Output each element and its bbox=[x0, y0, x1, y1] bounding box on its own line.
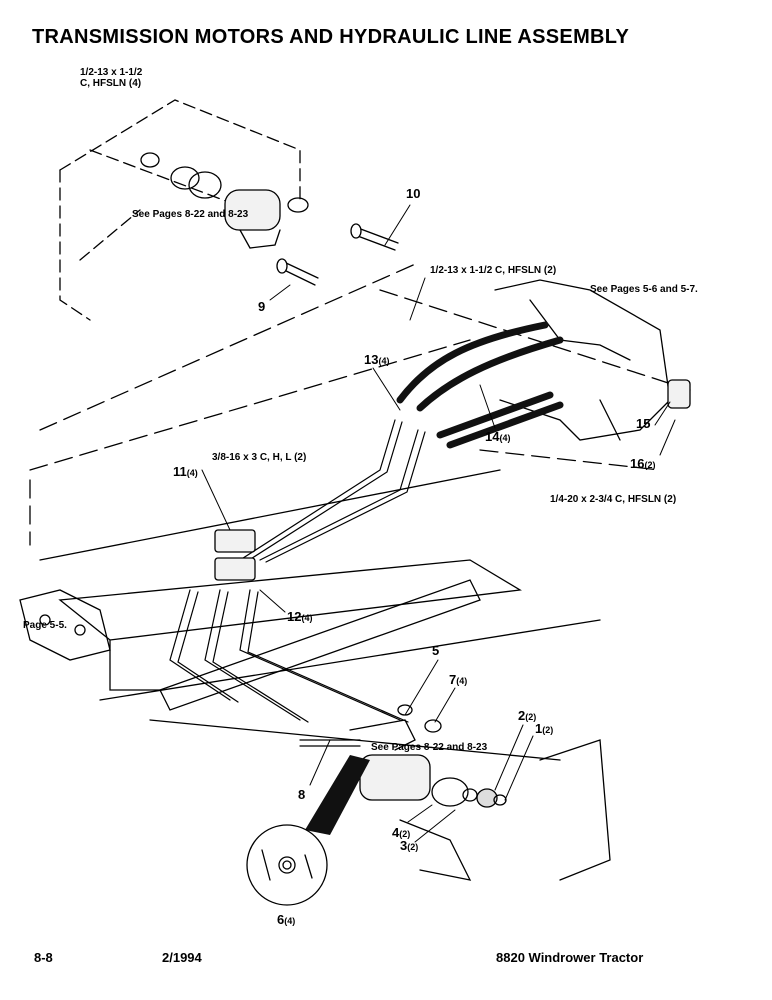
callout-bolt-mid: 1/2-13 x 1-1/2 C, HFSLN (2) bbox=[430, 265, 557, 276]
lower-motor-group bbox=[349, 704, 611, 881]
right-transmission-housing bbox=[494, 279, 691, 441]
part-number-11: 11(4) bbox=[173, 464, 198, 479]
part-number-9: 9 bbox=[258, 299, 265, 314]
part-qty: (2) bbox=[542, 725, 554, 735]
callout-see-pages-right: See Pages 5-6 and 5-7. bbox=[590, 284, 698, 295]
part-num: 9 bbox=[258, 299, 266, 314]
footer-page-number: 8-8 bbox=[34, 950, 53, 965]
footer-model: 8820 Windrower Tractor bbox=[496, 950, 644, 965]
callout-page-left: Page 5-5. bbox=[23, 620, 67, 631]
part-num: 3 bbox=[400, 838, 408, 853]
callout-bolt-top-left: 1/2-13 x 1-1/2 C, HFSLN (4) bbox=[80, 67, 142, 89]
part-number-13: 13(4) bbox=[364, 352, 389, 367]
part-num: 16 bbox=[630, 456, 645, 471]
fitting-10 bbox=[350, 223, 399, 251]
hydraulic-hoses bbox=[396, 321, 564, 449]
clamp-blocks bbox=[214, 529, 256, 581]
upper-frame bbox=[59, 99, 301, 321]
boundary-lines bbox=[29, 261, 691, 546]
part-qty: (2) bbox=[525, 712, 537, 722]
part-qty: (4) bbox=[284, 916, 296, 926]
part-num: 7 bbox=[449, 672, 457, 687]
part-number-15: 15 bbox=[636, 416, 650, 431]
left-bracket bbox=[19, 589, 111, 661]
part-num: 10 bbox=[406, 186, 421, 201]
fitting-9 bbox=[276, 258, 319, 286]
page-title: TRANSMISSION MOTORS AND HYDRAULIC LINE A… bbox=[32, 26, 630, 48]
part-num: 2 bbox=[518, 708, 526, 723]
part-num: 4 bbox=[392, 825, 400, 840]
upper-motor-cluster bbox=[140, 152, 309, 249]
part-qty: (4) bbox=[456, 676, 468, 686]
part-qty: (2) bbox=[407, 842, 419, 852]
callout-see-pages-upper: See Pages 8-22 and 8-23 bbox=[132, 209, 249, 220]
part-number-1: 1(2) bbox=[535, 721, 553, 736]
part-qty: (4) bbox=[499, 433, 511, 443]
part-number-14: 14(4) bbox=[485, 429, 510, 444]
part-number-7: 7(4) bbox=[449, 672, 467, 687]
part-qty: (2) bbox=[644, 460, 656, 470]
part-number-12: 12(4) bbox=[287, 609, 312, 624]
callout-bolt-3-8: 3/8-16 x 3 C, H, L (2) bbox=[212, 452, 307, 463]
part-number-8: 8 bbox=[298, 787, 305, 802]
part-num: 12 bbox=[287, 609, 302, 624]
steel-tubes bbox=[169, 419, 426, 747]
part-number-3: 3(2) bbox=[400, 838, 418, 853]
part-number-2: 2(2) bbox=[518, 708, 536, 723]
footer-date: 2/1994 bbox=[162, 950, 202, 965]
part-number-10: 10 bbox=[406, 186, 420, 201]
part-num: 11 bbox=[173, 464, 187, 479]
callout-line: 1/2-13 x 1-1/2 bbox=[80, 67, 143, 78]
part-qty: (4) bbox=[186, 468, 198, 478]
magnifier-detail bbox=[246, 755, 370, 906]
leader-lines bbox=[201, 204, 676, 843]
part-number-5: 5 bbox=[432, 643, 439, 658]
callout-see-pages-lower: See Pages 8-22 and 8-23 bbox=[371, 742, 488, 753]
part-num: 1 bbox=[535, 721, 543, 736]
part-num: 8 bbox=[298, 787, 306, 802]
part-num: 5 bbox=[432, 643, 440, 658]
callout-bolt-1-4: 1/4-20 x 2-3/4 C, HFSLN (2) bbox=[550, 494, 677, 505]
part-number-4: 4(2) bbox=[392, 825, 410, 840]
part-number-16: 16(2) bbox=[630, 456, 655, 471]
part-num: 15 bbox=[636, 416, 651, 431]
part-num: 13 bbox=[364, 352, 379, 367]
part-qty: (4) bbox=[378, 356, 390, 366]
chassis-frame bbox=[39, 469, 601, 761]
part-num: 6 bbox=[277, 912, 285, 927]
part-number-6: 6(4) bbox=[277, 912, 295, 927]
part-qty: (4) bbox=[301, 613, 313, 623]
part-num: 14 bbox=[485, 429, 500, 444]
part-qty: (2) bbox=[399, 829, 411, 839]
callout-line: C, HFSLN (4) bbox=[80, 78, 142, 89]
